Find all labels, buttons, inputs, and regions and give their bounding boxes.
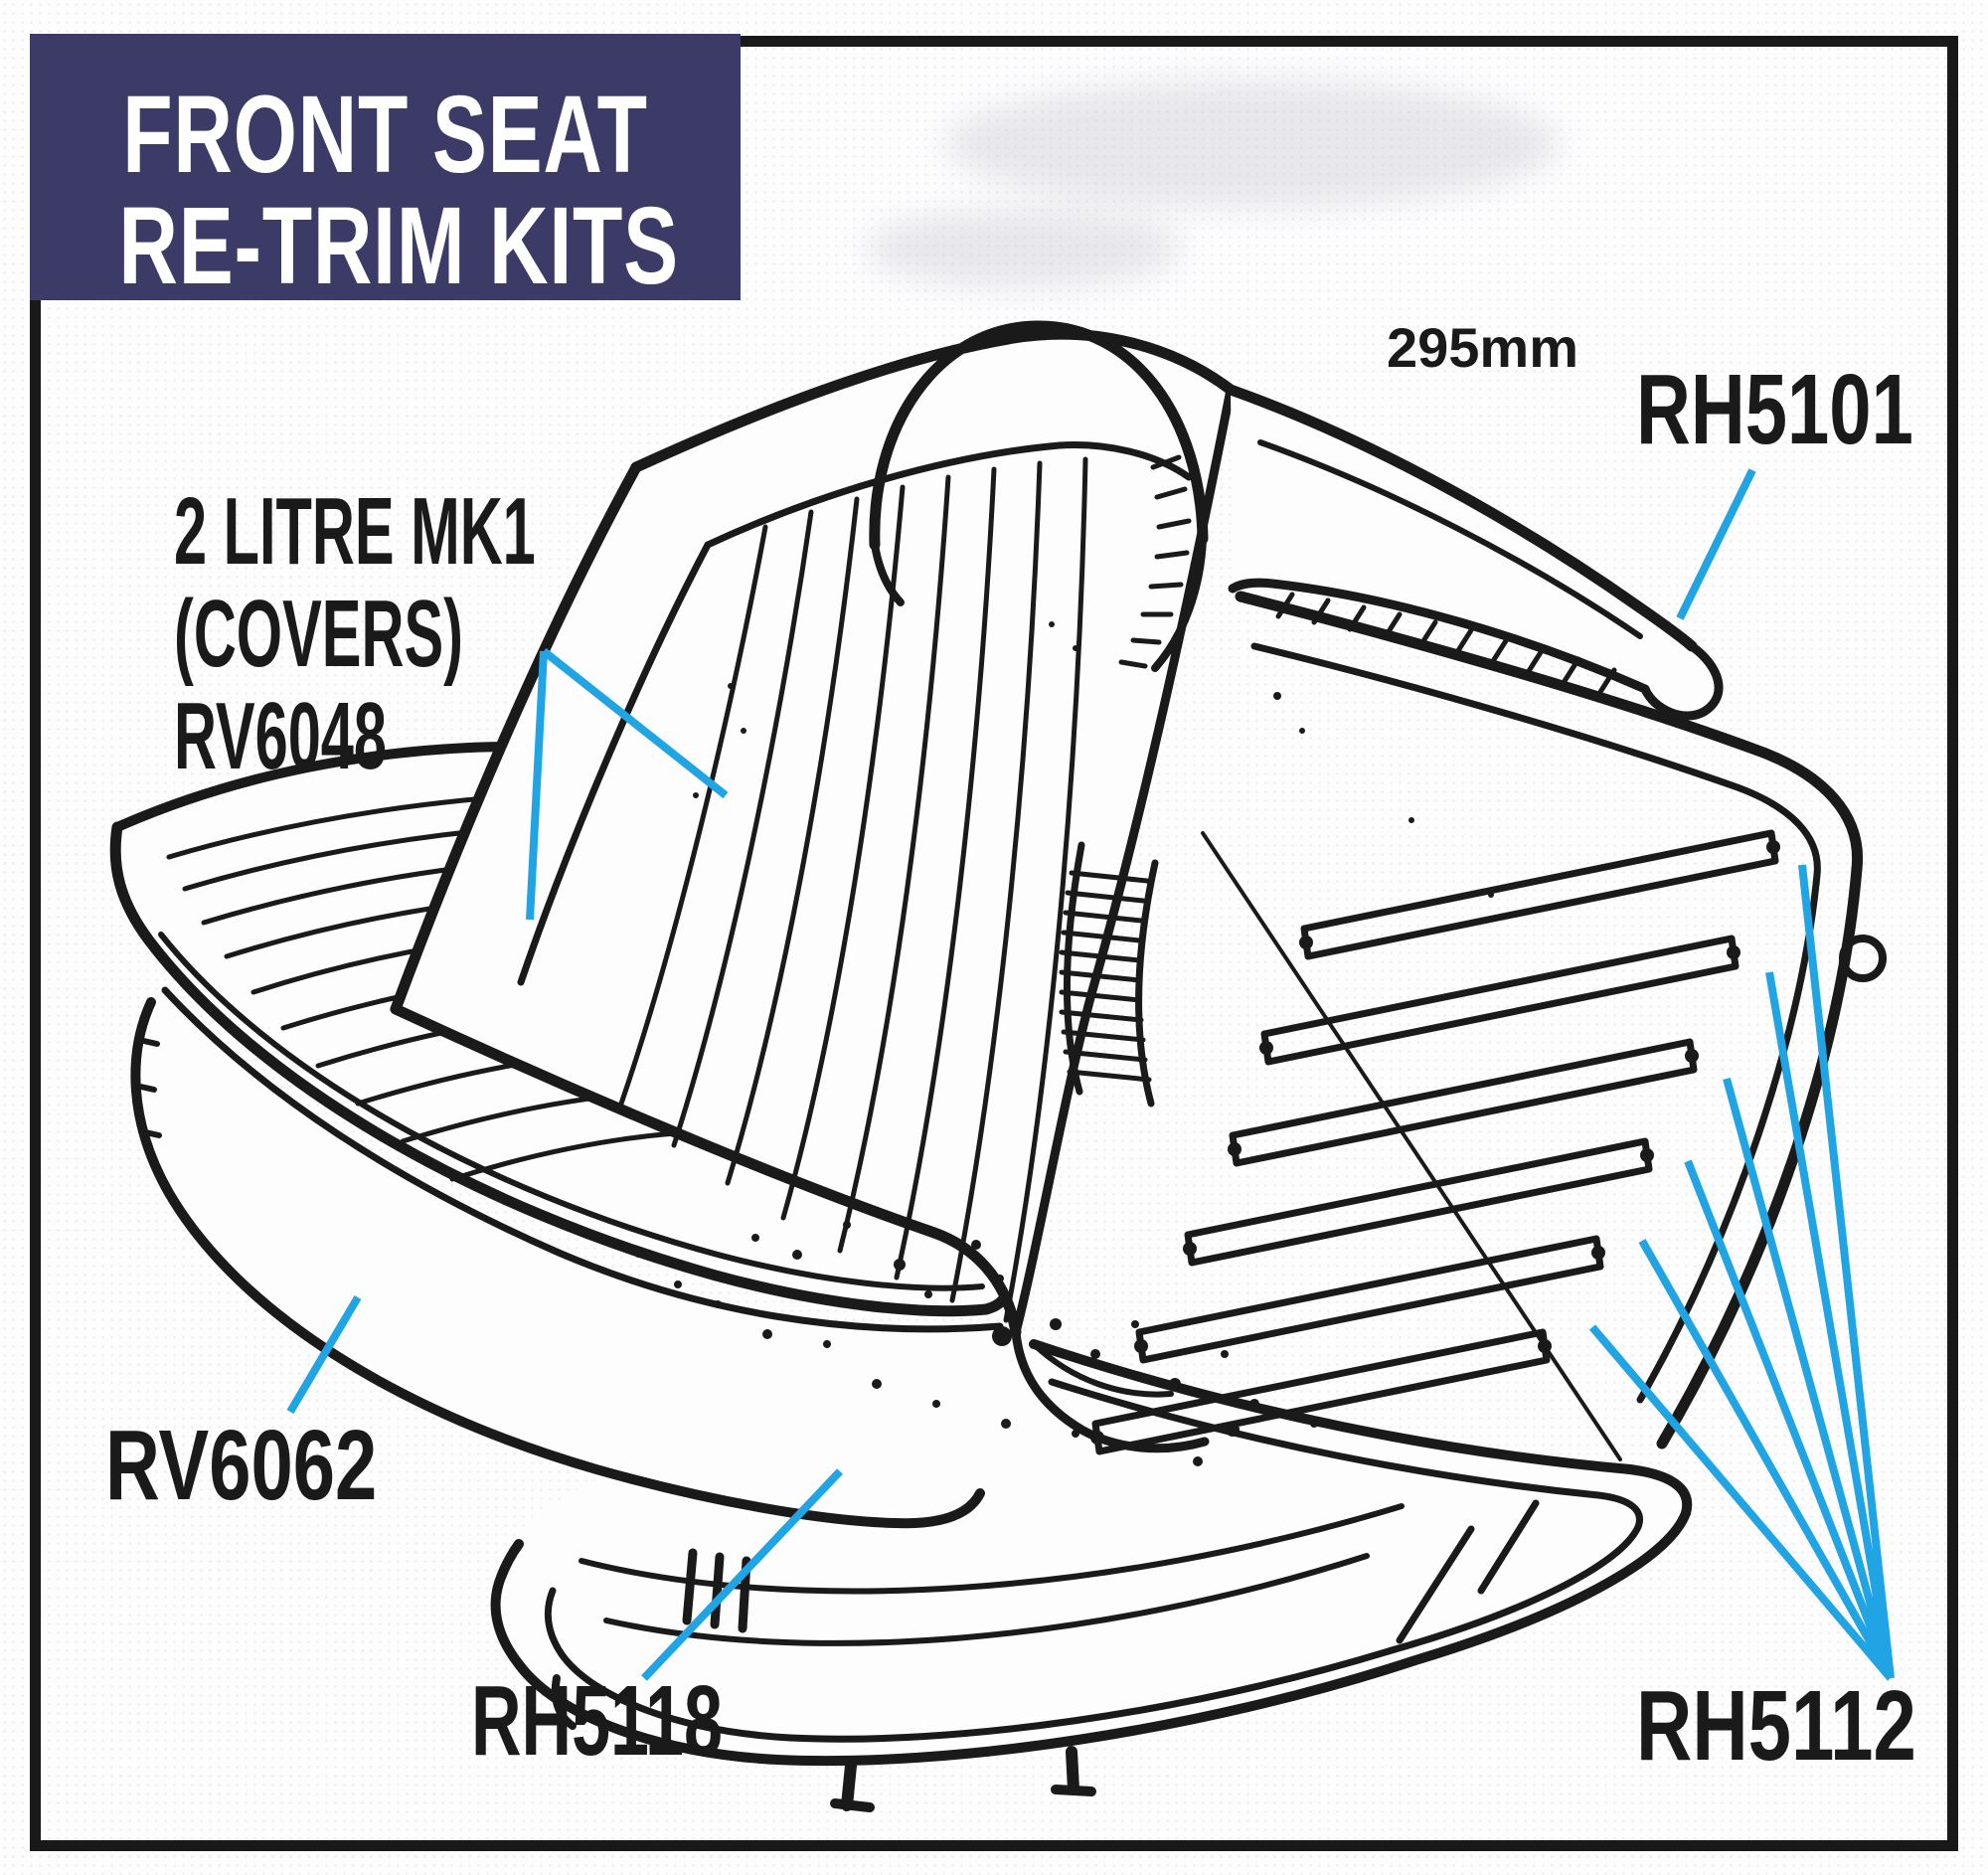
leader-rv6062 <box>286 1294 362 1415</box>
scan-artifact <box>944 80 1561 209</box>
headrest-hoop <box>869 320 1209 672</box>
scan-artifact <box>865 209 1183 288</box>
kit-block-line3: RV6048 <box>174 683 388 789</box>
kit-block-line1: 2 LITRE MK1 <box>174 478 536 585</box>
header-box: FRONT SEAT RE-TRIM KITS <box>30 34 741 307</box>
part-label-rh5112: RH5112 <box>1636 1670 1916 1782</box>
cover-edge-ribbing <box>1059 841 1159 1108</box>
dimension-label-295mm: 295mm <box>1387 316 1579 379</box>
header-title-line2: RE-TRIM KITS <box>118 185 679 307</box>
leader-lines <box>286 468 1895 1681</box>
rolled-cover <box>1225 384 1724 721</box>
part-label-rh5118: RH5118 <box>471 1665 723 1777</box>
back-frame-straps <box>1090 591 1887 1461</box>
under-cushion <box>130 986 1004 1529</box>
kit-block-line2: (COVERS) <box>174 581 464 687</box>
back-fold <box>992 1326 1240 1453</box>
leader-rh5112-fan <box>1588 864 1895 1681</box>
speckles <box>635 692 1494 1466</box>
leader-rh5118 <box>641 1468 843 1681</box>
part-label-kit-block: 2 LITRE MK1 (COVERS) RV6048 <box>174 480 536 787</box>
header-title-line1: FRONT SEAT <box>122 74 648 196</box>
page-border <box>30 36 1958 1851</box>
part-label-rh5101: RH5101 <box>1636 354 1913 465</box>
leader-rh5101 <box>1676 468 1756 620</box>
leader-rv6048 <box>526 647 729 921</box>
part-label-rv6062: RV6062 <box>105 1410 378 1521</box>
